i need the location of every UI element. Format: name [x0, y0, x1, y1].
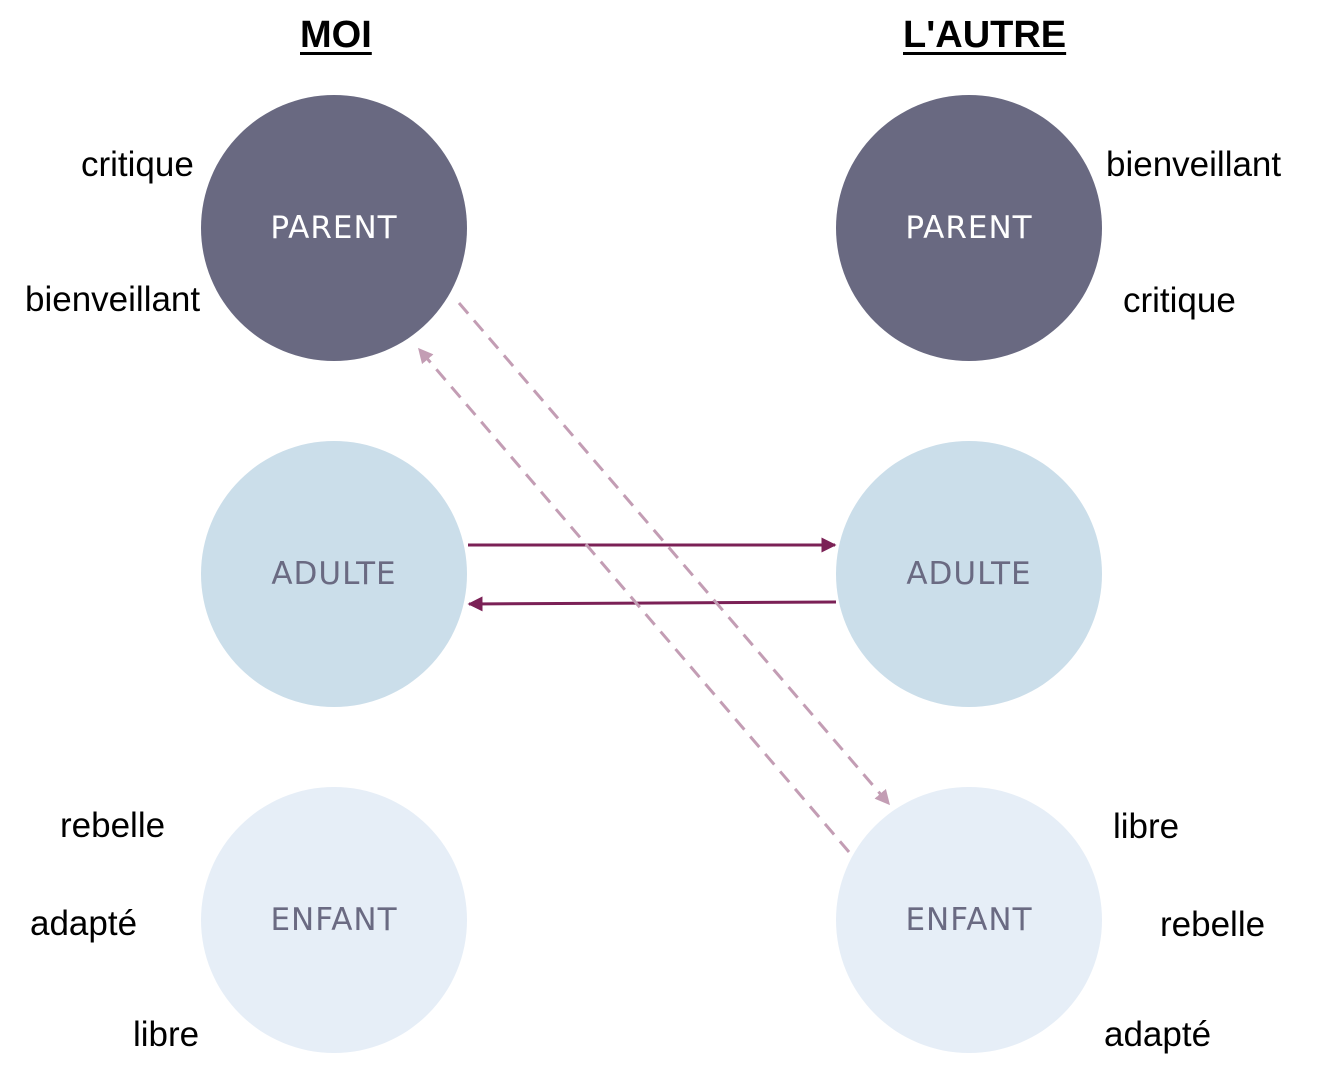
- heading-moi: MOI: [300, 14, 372, 56]
- left-enfant-subtype-libre: libre: [133, 1015, 200, 1054]
- right-enfant-label: ENFANT: [905, 902, 1033, 938]
- heading-lautre: L'AUTRE: [903, 14, 1067, 56]
- left-enfant-subtype-adapte: adapté: [30, 904, 138, 943]
- left-enfant-circle: ENFANT: [201, 787, 467, 1053]
- left-adulte-label: ADULTE: [271, 556, 397, 592]
- left-enfant-subtype-rebelle: rebelle: [60, 806, 166, 845]
- right-parent-circle: PARENT: [836, 95, 1102, 361]
- right-parent-label: PARENT: [905, 210, 1033, 246]
- arrow-parent-to-enfant: [457, 302, 891, 806]
- right-enfant-subtype-rebelle: rebelle: [1160, 905, 1266, 944]
- right-parent-subtype-critique: critique: [1123, 281, 1236, 320]
- left-parent-subtype-bienveillant: bienveillant: [25, 280, 201, 319]
- left-parent-circle: PARENT: [201, 95, 467, 361]
- left-parent-label: PARENT: [270, 210, 398, 246]
- right-enfant-circle: ENFANT: [836, 787, 1102, 1053]
- right-adulte-label: ADULTE: [906, 556, 1032, 592]
- right-enfant-subtype-libre: libre: [1113, 807, 1180, 846]
- right-enfant-subtype-adapte: adapté: [1104, 1015, 1212, 1054]
- right-adulte-circle: ADULTE: [836, 441, 1102, 707]
- left-parent-subtype-critique: critique: [81, 145, 194, 184]
- right-parent-subtype-bienveillant: bienveillant: [1106, 145, 1282, 184]
- arrow-adulte-return: [467, 596, 837, 612]
- arrow-enfant-to-parent: [417, 347, 851, 853]
- left-adulte-circle: ADULTE: [201, 441, 467, 707]
- left-enfant-label: ENFANT: [270, 902, 398, 938]
